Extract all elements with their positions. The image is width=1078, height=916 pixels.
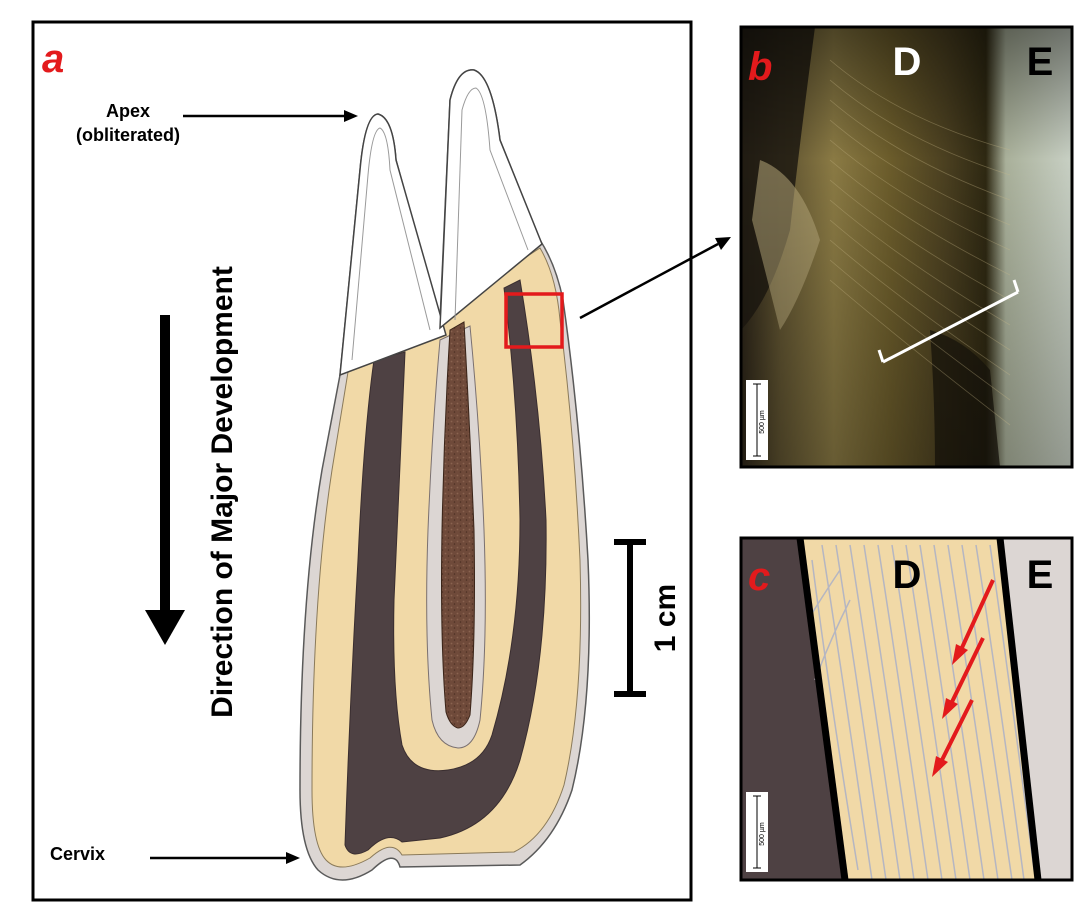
panel-c-scale-label: 500 µm [759,822,766,846]
micrograph-texture [741,27,1072,467]
panel-b-scale-label: 500 µm [759,410,766,434]
apex-label-line1: Apex [106,101,150,121]
apex-label-line2: (obliterated) [76,125,180,145]
panel-c-enamel-label: E [1027,553,1054,597]
panel-b-enamel-label: E [1027,40,1054,84]
panel-c: c D E 500 µm [741,538,1072,880]
panel-c-dentin-label: D [893,553,922,597]
panel-a-letter: a [42,37,64,81]
direction-label: Direction of Major Development [206,266,239,718]
panel-b: b D E 500 µm [741,27,1072,467]
panel-b-letter: b [748,45,772,89]
panel-b-dentin-label: D [893,40,922,84]
cervix-label: Cervix [50,844,105,864]
scale-label-1cm: 1 cm [649,584,682,652]
panel-c-letter: c [748,555,770,599]
